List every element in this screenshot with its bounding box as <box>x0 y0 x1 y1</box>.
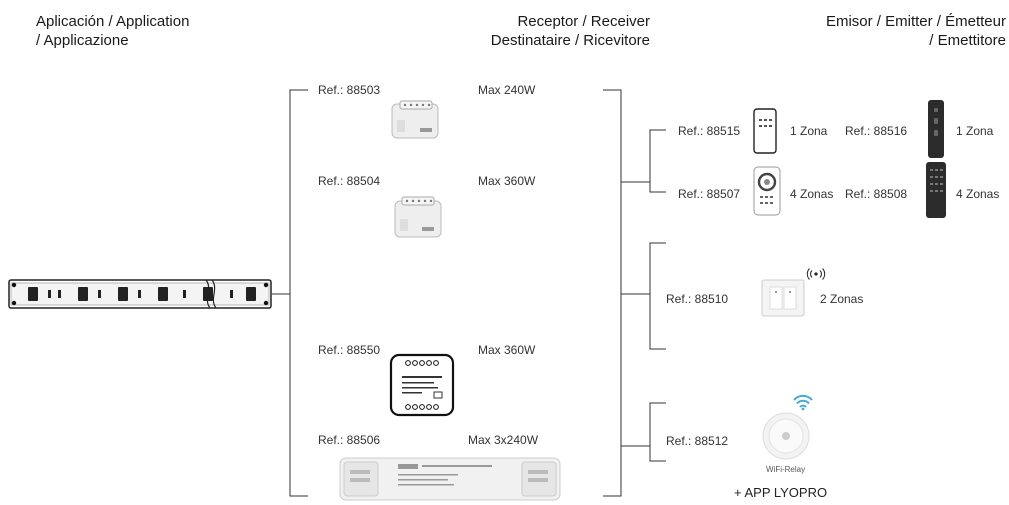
app-label: + APP LYOPRO <box>734 485 827 500</box>
receiver-88503-image <box>390 100 442 140</box>
receiver-ref-88504: Ref.: 88504 <box>318 174 380 188</box>
receiver-max-88550: Max 360W <box>478 343 535 357</box>
receiver-max-88506: Max 3x240W <box>468 433 538 447</box>
receiver-bracket-left <box>290 90 308 496</box>
emitter-group-3 <box>650 403 666 461</box>
receiver-ref-88503: Ref.: 88503 <box>318 83 380 97</box>
emitter-zones-88507: 4 Zonas <box>790 187 833 201</box>
emitter-ref-88515: Ref.: 88515 <box>678 124 740 138</box>
emitter-trunk <box>621 182 650 446</box>
wifi-relay-88512-image <box>760 410 812 462</box>
receiver-88550-image <box>388 352 456 418</box>
emitter-zones-88510: 2 Zonas <box>820 292 863 306</box>
emitter-zones-88508: 4 Zonas <box>956 187 999 201</box>
wifi-relay-label: WiFi-Relay <box>766 465 805 474</box>
emitter-group-2 <box>650 243 666 349</box>
receiver-bracket-right <box>603 90 621 496</box>
receiver-88506-image <box>338 452 562 502</box>
remote-88515-image <box>752 107 778 155</box>
remote-88507-image <box>752 165 782 217</box>
emitter-ref-88512: Ref.: 88512 <box>666 434 728 448</box>
receiver-88504-image <box>392 195 444 239</box>
wifi-icon <box>792 393 814 411</box>
emitter-zones-88515: 1 Zona <box>790 124 827 138</box>
wall-switch-88510-image <box>760 278 806 318</box>
receiver-max-88503: Max 240W <box>478 83 535 97</box>
remote-88508-image <box>924 160 948 220</box>
radio-signal-icon <box>805 267 827 281</box>
emitter-zones-88516: 1 Zona <box>956 124 993 138</box>
receiver-max-88504: Max 360W <box>478 174 535 188</box>
led-strip-image <box>8 277 274 311</box>
receiver-ref-88506: Ref.: 88506 <box>318 433 380 447</box>
emitter-ref-88516: Ref.: 88516 <box>845 124 907 138</box>
emitter-ref-88510: Ref.: 88510 <box>666 292 728 306</box>
emitter-group-1 <box>650 130 666 192</box>
emitter-ref-88507: Ref.: 88507 <box>678 187 740 201</box>
receiver-ref-88550: Ref.: 88550 <box>318 343 380 357</box>
remote-88516-image <box>926 98 946 160</box>
emitter-ref-88508: Ref.: 88508 <box>845 187 907 201</box>
